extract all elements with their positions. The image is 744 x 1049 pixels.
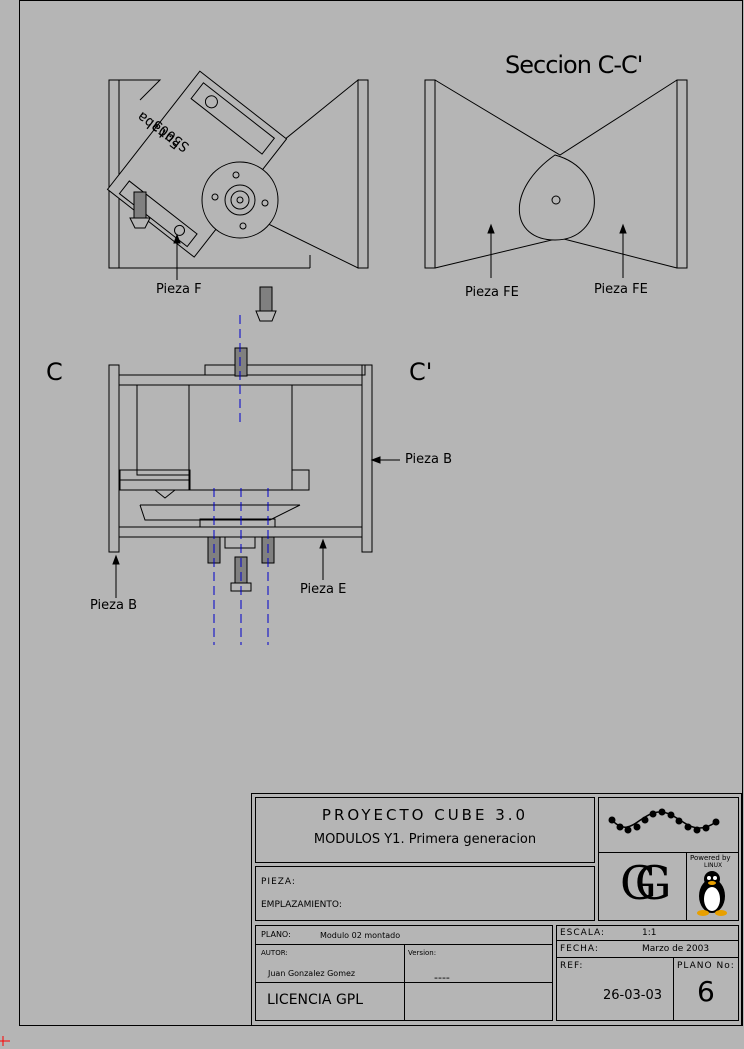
label-pieza-fe-1: Pieza FE bbox=[465, 285, 519, 300]
autor-label: AUTOR: bbox=[261, 949, 288, 957]
label-pieza-e: Pieza E bbox=[300, 582, 347, 597]
wave-logo bbox=[608, 808, 720, 834]
plano-no-value: 6 bbox=[697, 975, 715, 1008]
fecha-value: Marzo de 2003 bbox=[642, 944, 710, 954]
origin-marker-icon bbox=[0, 1036, 10, 1046]
plano-value: Modulo 02 montado bbox=[320, 931, 401, 940]
section-marker-left: C bbox=[46, 358, 63, 386]
project-title: PROYECTO CUBE 3.0 bbox=[321, 806, 529, 824]
escala-label: ESCALA: bbox=[560, 928, 606, 938]
version-value: ---- bbox=[434, 971, 450, 984]
label-pieza-fe-2: Pieza FE bbox=[594, 282, 648, 297]
plano-label: PLANO: bbox=[261, 930, 291, 939]
fecha-label: FECHA: bbox=[560, 944, 599, 954]
pieza-label: PIEZA: bbox=[261, 877, 296, 887]
center-lines bbox=[213, 315, 269, 645]
view-assembly bbox=[108, 347, 400, 598]
powered-by-text: Powered by bbox=[690, 854, 731, 862]
view-pieza-f bbox=[106, 70, 369, 280]
ref-label: REF: bbox=[560, 961, 584, 971]
license-text: LICENCIA GPL bbox=[267, 992, 364, 1008]
label-pieza-b-left: Pieza B bbox=[90, 598, 138, 613]
emplazamiento-label: EMPLAZAMIENTO: bbox=[261, 900, 342, 910]
section-title: Seccion C-C' bbox=[505, 51, 643, 79]
version-label: Version: bbox=[408, 949, 437, 957]
view-section-cc bbox=[424, 79, 688, 278]
escala-value: 1:1 bbox=[642, 928, 657, 938]
title-block bbox=[251, 793, 742, 1026]
ref-value: 26-03-03 bbox=[603, 988, 663, 1003]
project-subtitle: MODULOS Y1. Primera generacion bbox=[313, 832, 537, 847]
loose-screw bbox=[255, 286, 277, 322]
linux-text: LINUX bbox=[704, 862, 723, 869]
label-pieza-b-right: Pieza B bbox=[405, 452, 453, 467]
label-pieza-f: Pieza F bbox=[156, 282, 202, 297]
tux-penguin-icon bbox=[697, 871, 727, 916]
section-marker-right: C' bbox=[409, 358, 433, 386]
gg-logo: GG bbox=[620, 856, 671, 910]
autor-value: Juan Gonzalez Gomez bbox=[268, 969, 356, 978]
plano-no-label: PLANO No: bbox=[677, 961, 735, 971]
